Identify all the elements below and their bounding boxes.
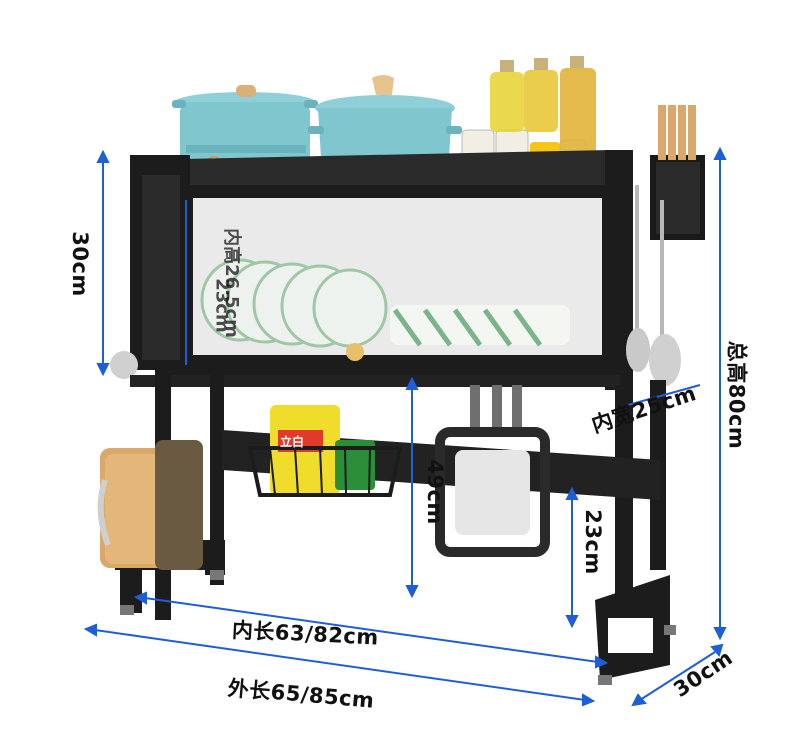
left-height-label: 30cm bbox=[67, 231, 92, 297]
bowls bbox=[390, 305, 570, 347]
plates bbox=[200, 258, 388, 348]
dimension-lines bbox=[83, 146, 727, 707]
lower-side-height-label: 23cm bbox=[580, 509, 605, 575]
hanging-basket bbox=[247, 405, 403, 497]
cutting-board bbox=[97, 440, 203, 570]
utensil-holder bbox=[435, 385, 550, 557]
total-height-label: 总高80cm bbox=[724, 340, 749, 450]
oil-bottles bbox=[490, 56, 596, 168]
rack-frame bbox=[97, 105, 705, 685]
product-logo-text: 立白 bbox=[280, 435, 305, 449]
inner-height-secondary-label: 23cm bbox=[211, 278, 233, 333]
lower-height-label: 49cm bbox=[422, 459, 447, 525]
